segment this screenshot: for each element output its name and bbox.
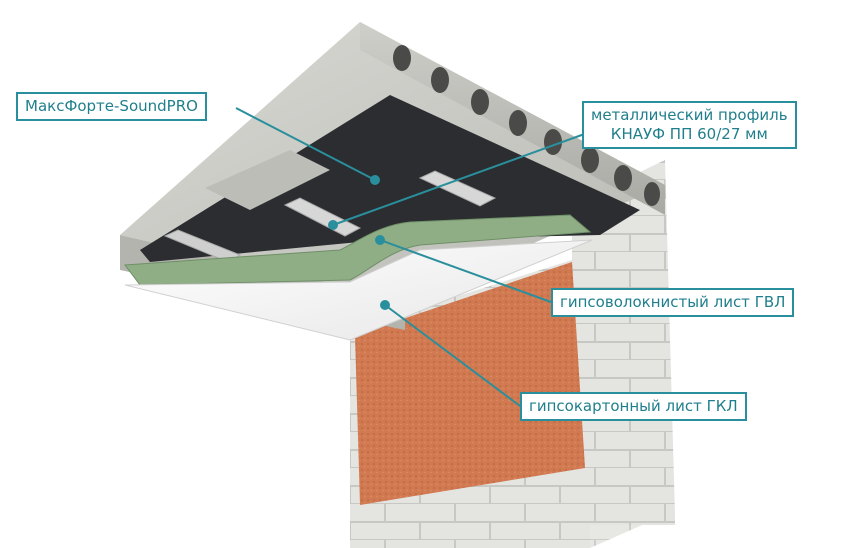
label-gkl: гипсокартонный лист ГКЛ (520, 392, 747, 421)
brick-wall-panel (355, 262, 585, 505)
label-metal-profile: металлический профиль КНАУФ ПП 60/27 мм (582, 101, 797, 149)
label-soundpro-text: МаксФорте-SoundPRO (25, 97, 198, 115)
insulation-cutout (205, 150, 330, 210)
label-gvl: гипсоволокнистый лист ГВЛ (551, 288, 795, 317)
gkl-board (124, 239, 593, 341)
label-gkl-text: гипсокартонный лист ГКЛ (529, 397, 738, 415)
label-profile-line1: металлический профиль (591, 106, 788, 124)
leader-lines (235, 107, 591, 407)
label-soundpro: МаксФорте-SoundPRO (16, 92, 207, 121)
gvl-board (124, 214, 592, 286)
label-gvl-text: гипсоволокнистый лист ГВЛ (560, 293, 786, 311)
metal-profiles (163, 170, 497, 263)
label-profile-line2: КНАУФ ПП 60/27 мм (610, 125, 768, 143)
